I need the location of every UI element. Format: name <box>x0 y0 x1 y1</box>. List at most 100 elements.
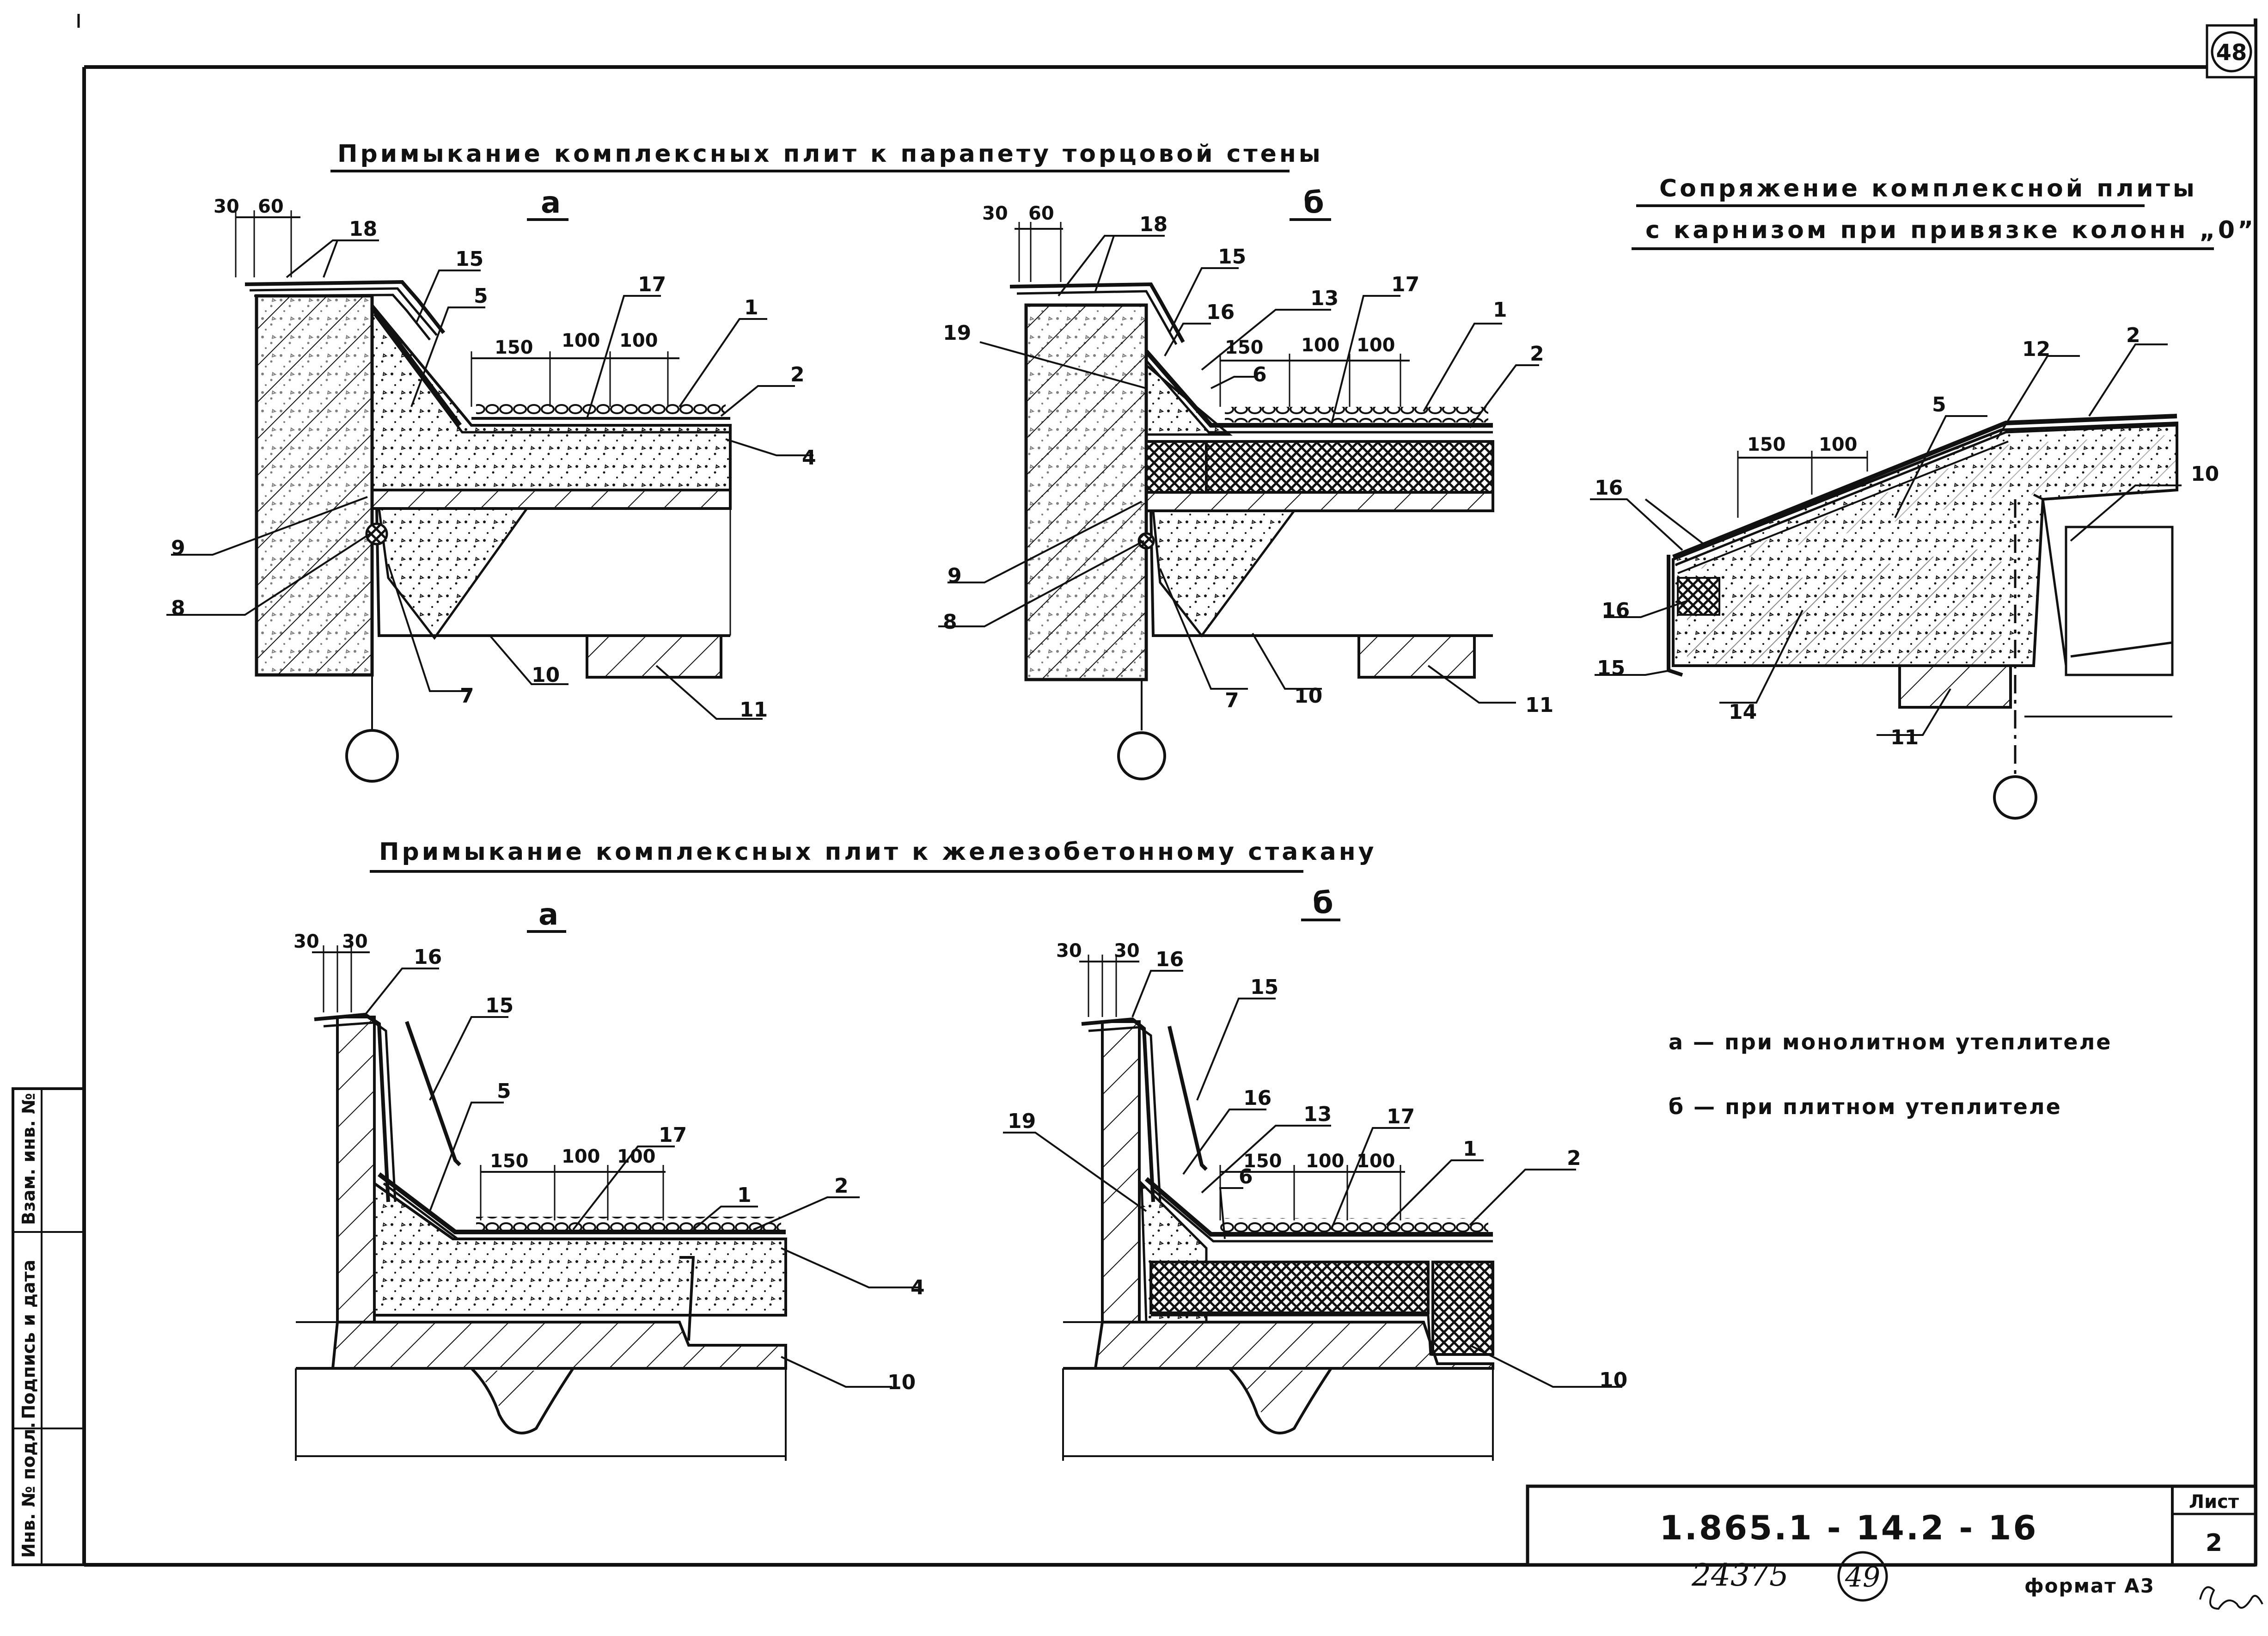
dim-30: 30 <box>1114 940 1140 962</box>
dim-100: 100 <box>1357 335 1395 356</box>
callout-1: 1 <box>737 1183 752 1207</box>
callout-17: 17 <box>659 1123 687 1147</box>
callout-19: 19 <box>943 321 971 345</box>
callout-9: 9 <box>948 564 962 588</box>
inv-no-field: Инв. № подл. <box>18 1422 39 1558</box>
dim-150: 150 <box>1225 337 1264 358</box>
variant-b-top: б <box>1303 186 1324 220</box>
sheet-mark-number: 48 <box>2216 40 2247 66</box>
title-glass: Примыкание комплексных плит к железобето… <box>379 838 1377 866</box>
dim-150: 150 <box>1747 434 1786 455</box>
callout-17: 17 <box>1391 273 1419 296</box>
callout-16: 16 <box>1155 948 1184 971</box>
callout-2: 2 <box>834 1174 849 1198</box>
dim-30: 30 <box>293 931 319 952</box>
dim-60: 60 <box>258 196 284 217</box>
page-circle <box>1837 1551 1888 1602</box>
dim-100: 100 <box>1306 1151 1345 1172</box>
callout-11: 11 <box>740 698 768 722</box>
dim-100: 100 <box>1819 434 1858 455</box>
signature-mark <box>2199 1586 2263 1610</box>
callout-4: 4 <box>911 1276 925 1299</box>
dim-30: 30 <box>1056 940 1082 962</box>
callout-13: 13 <box>1303 1103 1332 1126</box>
dim-30: 30 <box>214 196 239 217</box>
side-stamp: Инв. № подл. Подпись и дата Взам. инв. № <box>12 1087 86 1566</box>
title-cornice-line1: Сопряжение комплексной плиты <box>1659 175 2197 202</box>
document-code: 1.865.1 - 14.2 - 16 <box>1659 1508 2038 1547</box>
callout-5: 5 <box>1932 393 1946 417</box>
callout-4: 4 <box>802 446 816 470</box>
variant-b-bottom: б <box>1313 886 1333 920</box>
legend-a: а — при монолитном утеплителе <box>1669 1029 2112 1054</box>
callout-5: 5 <box>497 1079 511 1103</box>
callout-16: 16 <box>1602 599 1630 622</box>
dim-150: 150 <box>1243 1151 1282 1172</box>
callout-15: 15 <box>455 247 483 271</box>
sheet-label: Лист <box>2189 1491 2239 1513</box>
detail-parapet-a: 30 60 150 100 100 18 15 5 17 1 2 <box>166 196 816 783</box>
dim-150: 150 <box>495 337 533 358</box>
dim-100: 100 <box>1301 335 1340 356</box>
variant-a-bottom: а <box>538 898 558 932</box>
callout-7: 7 <box>460 684 474 708</box>
callout-6: 6 <box>1239 1165 1253 1189</box>
callout-16: 16 <box>1206 300 1235 324</box>
detail-glass-b: 30 30 150 100 100 16 15 16 13 6 17 1 2 1… <box>1003 940 1627 1461</box>
callout-1: 1 <box>1493 298 1507 322</box>
callout-16: 16 <box>414 945 442 969</box>
callout-17: 17 <box>1387 1105 1415 1128</box>
dim-30: 30 <box>342 931 368 952</box>
inventory-number: 24375 <box>1691 1557 1789 1593</box>
callout-6: 6 <box>1253 363 1267 386</box>
callout-15: 15 <box>1218 245 1246 269</box>
title-block: Лист 2 1.865.1 - 14.2 - 16 <box>1526 1484 2257 1567</box>
callout-2: 2 <box>1530 342 1544 366</box>
replacement-inv-field: Взам. инв. № <box>18 1093 39 1225</box>
dim-150: 150 <box>490 1151 529 1172</box>
callout-18: 18 <box>349 217 377 241</box>
dim-100: 100 <box>562 1146 600 1167</box>
signature-date-field: Подпись и дата <box>18 1260 39 1419</box>
dim-100: 100 <box>562 330 600 351</box>
variant-a-top: а <box>541 186 561 220</box>
callout-16: 16 <box>1595 476 1623 500</box>
callout-15: 15 <box>1597 656 1625 680</box>
callout-10: 10 <box>532 663 560 687</box>
callout-10: 10 <box>2191 462 2219 486</box>
axis-marker <box>1993 775 2037 820</box>
callout-17: 17 <box>638 273 666 296</box>
detail-parapet-b: 30 60 150 100 100 18 15 16 13 6 <box>938 203 1553 780</box>
callout-7: 7 <box>1225 689 1239 712</box>
callout-15: 15 <box>1250 975 1278 999</box>
callout-13: 13 <box>1310 287 1339 310</box>
callout-2: 2 <box>790 363 805 386</box>
dim-60: 60 <box>1028 203 1054 224</box>
callout-12: 12 <box>2022 337 2050 361</box>
detail-glass-a: 30 30 150 100 100 16 15 5 17 1 2 4 10 <box>293 931 925 1461</box>
callout-18: 18 <box>1139 213 1168 236</box>
title-parapet: Примыкание комплексных плит к парапету т… <box>337 140 1323 168</box>
callout-15: 15 <box>485 994 514 1017</box>
callout-9: 9 <box>171 536 185 560</box>
callout-10: 10 <box>1294 684 1322 708</box>
legend-b: б — при плитном утеплителе <box>1669 1094 2062 1119</box>
title-cornice-line2: с карнизом при привязке колонн „0” <box>1645 216 2256 244</box>
callout-2: 2 <box>1567 1146 1581 1170</box>
callout-8: 8 <box>171 596 185 620</box>
callout-10: 10 <box>887 1371 916 1394</box>
page-circle-number: 49 <box>1845 1561 1880 1593</box>
axis-marker <box>345 729 399 783</box>
callout-19: 19 <box>1008 1109 1036 1133</box>
callout-11: 11 <box>1525 693 1553 717</box>
sheet-number: 2 <box>2206 1529 2222 1557</box>
callout-1: 1 <box>744 296 758 319</box>
callout-8: 8 <box>943 610 957 634</box>
detail-cornice: 150 100 16 16 15 14 5 12 2 10 11 <box>1590 324 2219 820</box>
callout-16: 16 <box>1243 1086 1272 1110</box>
callout-5: 5 <box>474 284 488 308</box>
sheet-mark: 48 <box>2206 24 2257 79</box>
callout-11: 11 <box>1890 726 1919 749</box>
callout-2: 2 <box>2126 324 2140 347</box>
